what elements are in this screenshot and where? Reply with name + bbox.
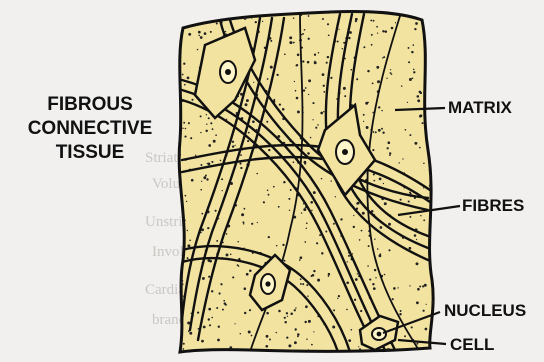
title-line-2: CONNECTIVE	[10, 117, 170, 141]
title-line-1: FIBROUS	[10, 93, 170, 117]
title-line-3: TISSUE	[10, 141, 170, 165]
cell-label: CELL	[450, 335, 494, 355]
fibres-label: FIBRES	[462, 196, 524, 216]
nucleus-label: NUCLEUS	[444, 301, 526, 321]
diagram-title: FIBROUS CONNECTIVE TISSUE	[10, 93, 170, 165]
matrix-label: MATRIX	[448, 98, 512, 118]
